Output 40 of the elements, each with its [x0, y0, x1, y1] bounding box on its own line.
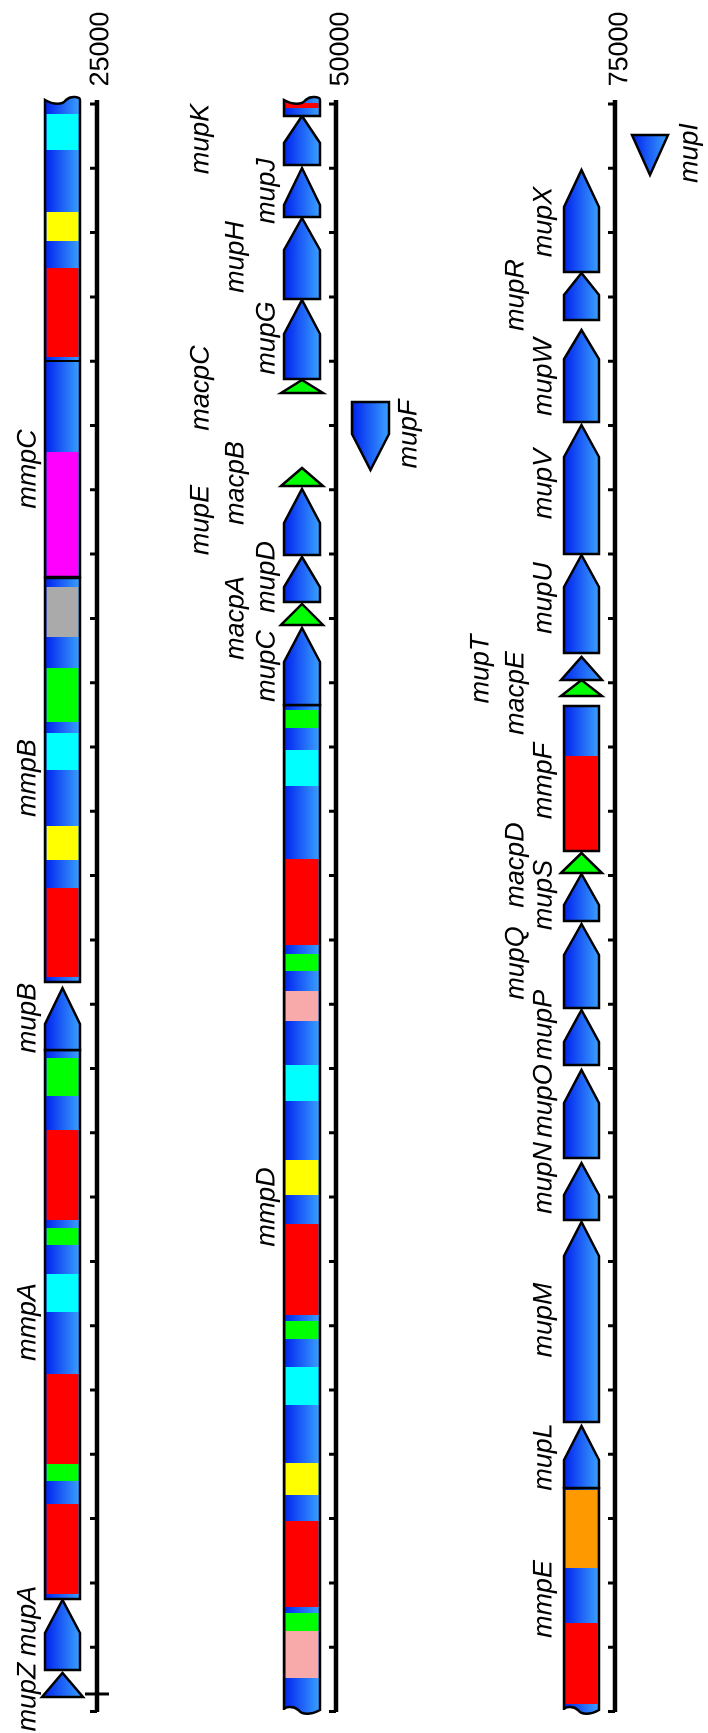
axis-label: 75000 [608, 12, 628, 85]
axis-label: 50000 [329, 12, 349, 86]
gene-name: mupR [504, 259, 530, 331]
gene-name: mupA [16, 1587, 42, 1656]
gene-name: mmpA [16, 1284, 42, 1361]
gene-name: macpA [224, 577, 250, 660]
gene-name: macpB [224, 442, 250, 525]
gene-name: mupF [397, 398, 423, 468]
gene-name: mupW [532, 336, 558, 416]
gene-name: mmpF [532, 741, 558, 819]
gene-name: mupK [189, 102, 215, 174]
gene-name: mupO [532, 1065, 558, 1138]
gene-name: mupG [255, 302, 281, 375]
gene-name: mupU [532, 562, 558, 634]
gene-name: mupZ [16, 1661, 42, 1731]
gene-name: mmpC [16, 429, 42, 509]
gene-name: mupV [532, 446, 558, 519]
gene-name: mupN [532, 1142, 558, 1214]
gene-name: mupH [224, 221, 250, 293]
gene-name: mmpE [532, 1559, 558, 1638]
gene-name: mupJ [255, 157, 281, 224]
gene-name: mupP [532, 990, 558, 1060]
gene-name: mupT [469, 633, 495, 703]
gene-name: mupQ [504, 927, 530, 1000]
gene-name: macpD [504, 823, 530, 908]
gene-name: mupC [255, 629, 281, 702]
gene-name: mupB [16, 983, 42, 1053]
gene-name: macpE [504, 650, 530, 735]
gene-name: mupS [532, 860, 558, 930]
gene-name: mupE [189, 484, 215, 555]
gene-name: mupX [532, 186, 558, 257]
gene-name: mupM [532, 1282, 558, 1357]
gene-name: mupD [255, 542, 281, 613]
gene-name: macpC [189, 345, 215, 431]
gene-name: mupL [532, 1425, 558, 1491]
gene-name: mmpD [255, 1168, 281, 1247]
gene-name: mupI [678, 123, 704, 183]
gene-name: mmpB [16, 740, 42, 817]
axis-label: 25000 [89, 12, 109, 86]
gene-fragment [282, 95, 322, 118]
